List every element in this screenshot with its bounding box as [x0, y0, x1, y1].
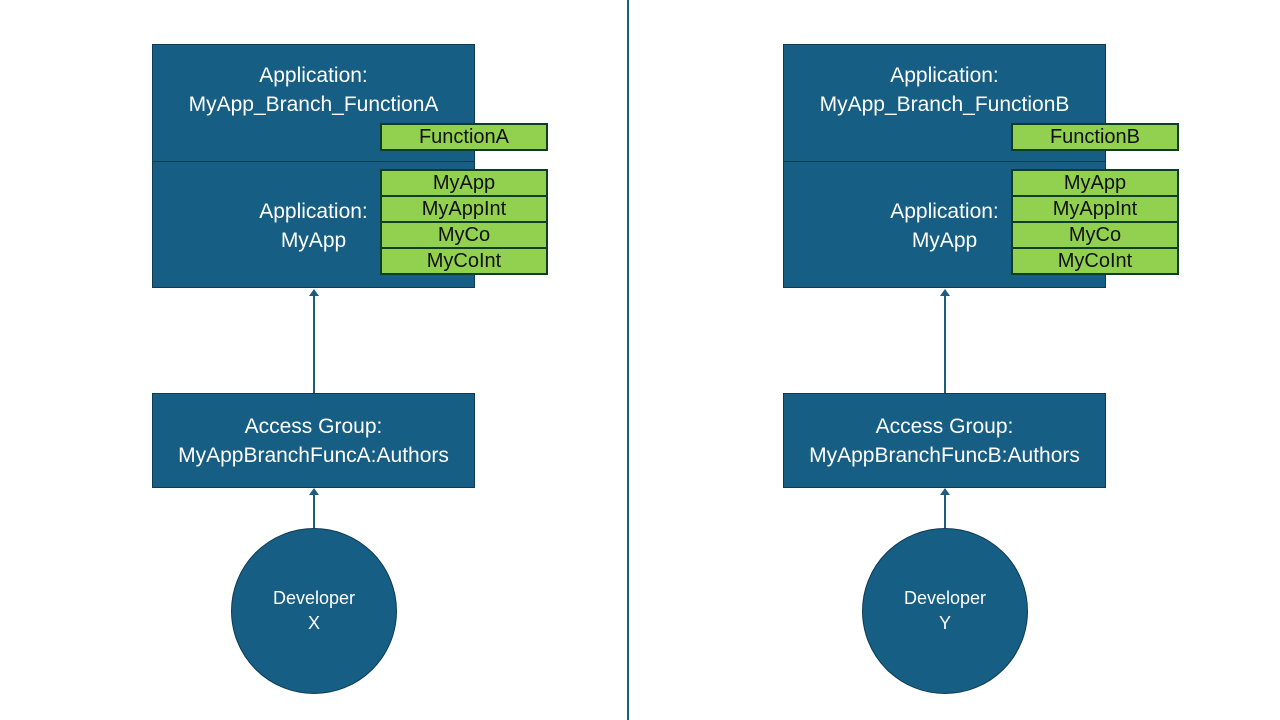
- access-group-label: Access Group:: [875, 415, 1014, 438]
- ruleset-tag: MyCoInt: [380, 247, 548, 275]
- developer-name: X: [307, 613, 320, 633]
- arrow-shaft: [313, 295, 315, 393]
- arrow-shaft: [944, 494, 946, 528]
- base-application-label: Application:: [890, 200, 999, 223]
- developer-node: Developer Y: [862, 528, 1028, 694]
- arrowhead: [940, 289, 950, 296]
- base-application-title: Application: MyApp: [153, 197, 474, 255]
- ruleset-tag: MyApp: [380, 169, 548, 197]
- ruleset-tag: MyCoInt: [1011, 247, 1179, 275]
- ruleset-tag: MyCo: [1011, 221, 1179, 249]
- column-divider: [627, 0, 629, 720]
- developer-label: Developer: [272, 588, 356, 608]
- base-application-label: Application:: [259, 200, 368, 223]
- arrow-up-to-application: [308, 289, 320, 393]
- base-application-name: MyApp: [911, 229, 978, 252]
- arrow-up-to-access-group: [308, 488, 320, 528]
- function-ruleset-tag: FunctionB: [1011, 123, 1179, 151]
- arrowhead: [309, 488, 319, 495]
- application-divider: [784, 161, 1105, 162]
- ruleset-tag: MyApp: [1011, 169, 1179, 197]
- diagram-left: Application: MyApp_Branch_FunctionA Appl…: [152, 44, 548, 694]
- access-group-name: MyAppBranchFuncB:Authors: [809, 444, 1080, 467]
- base-ruleset-stack: MyApp MyAppInt MyCo MyCoInt: [380, 169, 548, 275]
- developer-name: Y: [938, 613, 951, 633]
- branch-application-name: MyApp_Branch_FunctionB: [819, 93, 1070, 116]
- branch-application-label: Application:: [259, 64, 368, 87]
- arrow-up-to-application: [939, 289, 951, 393]
- base-application-name: MyApp: [280, 229, 347, 252]
- arrow-up-to-access-group: [939, 488, 951, 528]
- application-divider: [153, 161, 474, 162]
- base-application-title: Application: MyApp: [784, 197, 1105, 255]
- arrowhead: [940, 488, 950, 495]
- developer-label: Developer: [903, 588, 987, 608]
- arrow-shaft: [313, 494, 315, 528]
- arrow-shaft: [944, 295, 946, 393]
- access-group-name: MyAppBranchFuncA:Authors: [178, 444, 449, 467]
- arrowhead: [309, 289, 319, 296]
- application-box: Application: MyApp_Branch_FunctionA Appl…: [152, 44, 475, 288]
- ruleset-tag: MyAppInt: [1011, 195, 1179, 223]
- branch-application-name: MyApp_Branch_FunctionA: [188, 93, 439, 116]
- diagram-right: Application: MyApp_Branch_FunctionB Appl…: [631, 0, 1271, 720]
- function-ruleset-tag: FunctionA: [380, 123, 548, 151]
- developer-node: Developer X: [231, 528, 397, 694]
- access-group-box: Access Group: MyAppBranchFuncB:Authors: [783, 393, 1106, 488]
- ruleset-tag: MyCo: [380, 221, 548, 249]
- branch-application-title: Application: MyApp_Branch_FunctionA: [153, 61, 474, 119]
- ruleset-tag: MyAppInt: [380, 195, 548, 223]
- access-group-box: Access Group: MyAppBranchFuncA:Authors: [152, 393, 475, 488]
- access-group-label: Access Group:: [244, 415, 383, 438]
- branch-application-label: Application:: [890, 64, 999, 87]
- branch-application-title: Application: MyApp_Branch_FunctionB: [784, 61, 1105, 119]
- base-ruleset-stack: MyApp MyAppInt MyCo MyCoInt: [1011, 169, 1179, 275]
